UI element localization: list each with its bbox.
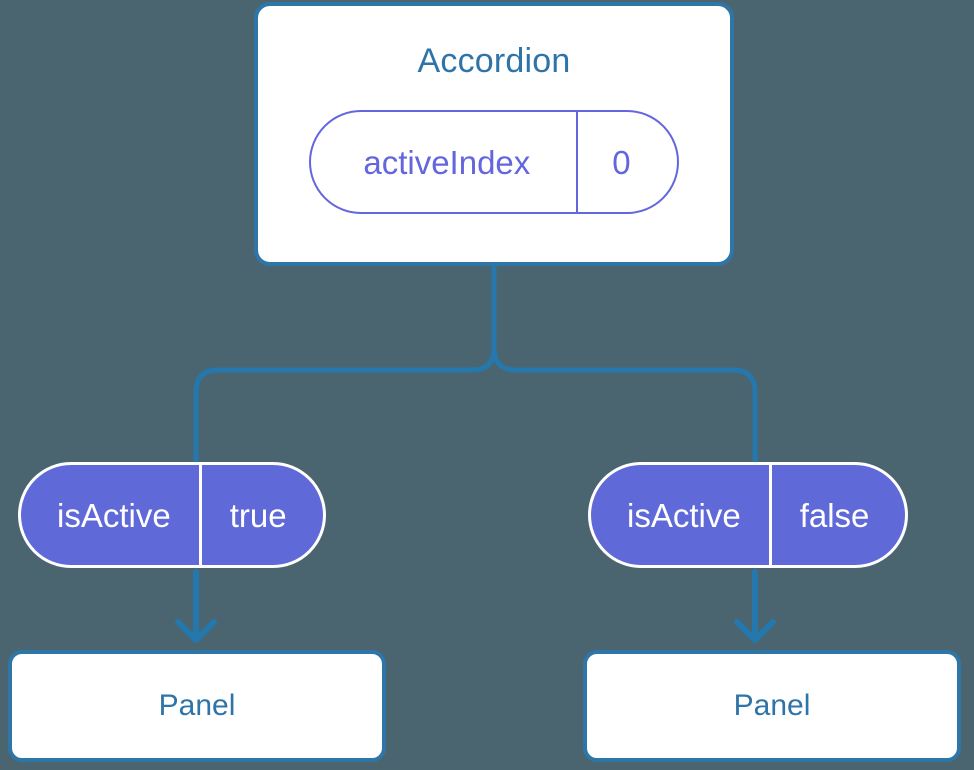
arrow-down-icon-left — [175, 569, 217, 643]
prop-value-label: true — [198, 465, 323, 565]
prop-value-label: 0 — [576, 112, 676, 212]
prop-value-label: false — [768, 465, 906, 565]
arrow-down-icon-right — [734, 569, 776, 643]
prop-key-label: isActive — [57, 496, 171, 534]
panel-component-card-right[interactable]: Panel — [583, 650, 961, 762]
accordion-title: Accordion — [417, 42, 571, 80]
panel-title: Panel — [158, 689, 236, 722]
prop-pill-active-index[interactable]: activeIndex 0 — [309, 110, 679, 214]
panel-title: Panel — [733, 689, 811, 722]
prop-pill-is-active-false[interactable]: isActive false — [588, 462, 909, 568]
tree-branch-connector — [193, 263, 497, 465]
panel-component-card-left[interactable]: Panel — [8, 650, 386, 762]
prop-key-label: isActive — [627, 496, 741, 534]
accordion-component-card[interactable]: Accordion activeIndex 0 — [254, 2, 734, 266]
prop-key-label: activeIndex — [363, 143, 531, 181]
tree-branch-connector-right — [491, 263, 758, 465]
prop-pill-is-active-true[interactable]: isActive true — [18, 462, 326, 568]
